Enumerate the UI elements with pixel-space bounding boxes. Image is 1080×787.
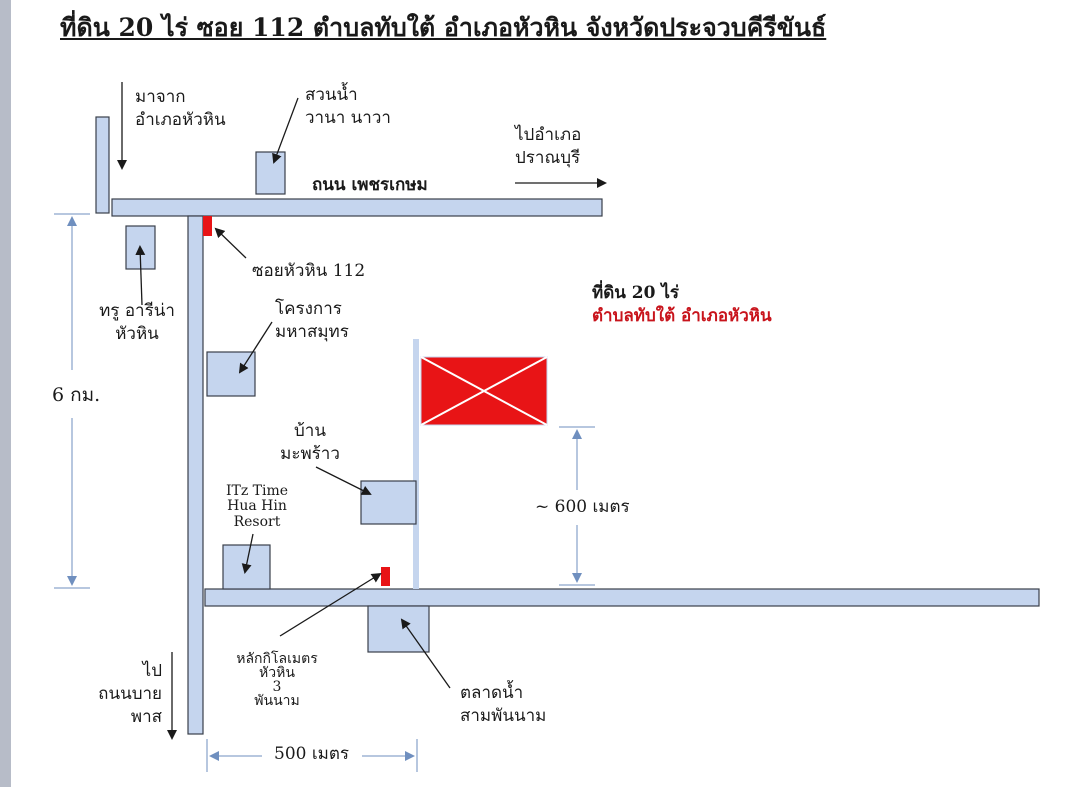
itz-resort-label: ITz Time Hua Hin Resort — [225, 483, 289, 530]
distance-600m-label: ~ 600 เมตร — [535, 497, 630, 517]
page-title: ที่ดิน 20 ไร่ ซอย 112 ตำบลทับใต้ อำเภอหั… — [60, 13, 827, 42]
main-road-label: ถนน เพชรเกษม — [312, 175, 428, 195]
true-arena-label: ทรู อารีน่า หัวหิน — [99, 301, 175, 344]
soi-112-marker — [203, 216, 212, 236]
distance-6km-label: 6 กม. — [52, 384, 101, 406]
road-bottom — [204, 588, 1040, 607]
waterpark-pointer — [272, 97, 299, 164]
distance-500m-label: 500 เมตร — [274, 744, 350, 764]
to-pranburi-label: ไปอำเภอ ปราณบุรี — [515, 125, 582, 168]
left-edge-bar — [0, 0, 11, 787]
soi-112-label: ซอยหัวหิน 112 — [252, 261, 366, 281]
waterpark-building — [255, 151, 286, 195]
from-huahin-label: มาจาก อำเภอหัวหิน — [135, 87, 226, 130]
land-plot-marker — [420, 356, 548, 426]
road-phetkasem — [111, 198, 603, 217]
mahasamut-pointer — [238, 321, 273, 374]
dimension-6km — [54, 213, 90, 589]
itz-resort-pointer — [241, 533, 254, 574]
to-bypass-label: ไป ถนนบาย พาส — [98, 661, 162, 727]
km-post-marker — [381, 567, 390, 586]
baan-maprao-label: บ้าน มะพร้าว — [280, 421, 340, 464]
baan-maprao-building — [360, 480, 417, 525]
road-land-access — [413, 339, 419, 589]
mahasamut-building — [206, 351, 256, 397]
mahasamut-label: โครงการ มหาสมุทร — [275, 299, 349, 342]
dimension-500m — [206, 739, 418, 772]
baan-maprao-pointer — [315, 466, 372, 495]
land-title-label: ที่ดิน 20 ไร่ ตำบลทับใต้ อำเภอหัวหิน — [592, 283, 772, 326]
km-post-pointer — [279, 572, 382, 637]
soi-112-pointer — [214, 227, 247, 259]
floating-market-label: ตลาดน้ำ สามพันนาม — [460, 683, 547, 726]
road-soi-112 — [187, 215, 204, 735]
road-incoming-stub — [95, 116, 110, 214]
waterpark-label: สวนน้ำ วานา นาวา — [305, 85, 391, 128]
floating-market-pointer — [400, 618, 451, 689]
dimension-600m — [559, 426, 595, 586]
true-arena-pointer — [135, 245, 146, 306]
km-post-label: หลักกิโลเมตร หัวหิน 3 พันนาม — [236, 651, 318, 709]
